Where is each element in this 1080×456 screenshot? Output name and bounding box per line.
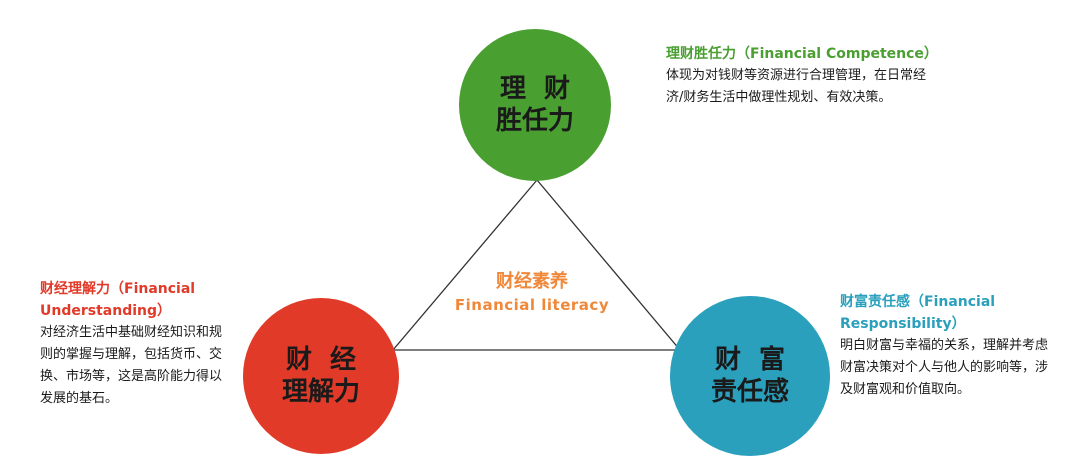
competence-heading: 理财胜任力（Financial Competence） <box>666 46 938 62</box>
responsibility-circle: 财富 责任感 <box>670 296 830 456</box>
understanding-heading: 财经理解力（Financial Understanding） <box>40 281 196 319</box>
competence-note: 理财胜任力（Financial Competence） 体现为对钱财等资源进行合… <box>666 43 938 109</box>
competence-circle: 理财 胜任力 <box>459 29 611 181</box>
understanding-circle-line2: 理解力 <box>281 377 360 407</box>
responsibility-note: 财富责任感（Financial Responsibility） 明白财富与幸福的… <box>840 291 1060 401</box>
understanding-body: 对经济生活中基础财经知识和规则的掌握与理解，包括货币、交换、市场等，这是高阶能力… <box>40 325 223 406</box>
understanding-circle-line1: 财经 <box>285 345 374 375</box>
center-title: 财经素养 <box>496 271 568 292</box>
understanding-note: 财经理解力（Financial Understanding） 对经济生活中基础财… <box>40 278 226 410</box>
competence-circle-line2: 胜任力 <box>495 106 574 136</box>
competence-circle-line1: 理财 <box>499 74 588 104</box>
responsibility-body: 明白财富与幸福的关系，理解并考虑财富决策对个人与他人的影响等，涉及财富观和价值取… <box>840 338 1049 397</box>
center-subtitle: Financial literacy <box>454 296 610 314</box>
responsibility-circle-line1: 财富 <box>714 345 803 375</box>
competence-body: 体现为对钱财等资源进行合理管理，在日常经济/财务生活中做理性规划、有效决策。 <box>666 68 927 105</box>
center-label: 财经素养 Financial literacy <box>432 270 632 316</box>
responsibility-heading: 财富责任感（Financial Responsibility） <box>840 294 996 332</box>
responsibility-circle-line2: 责任感 <box>710 377 789 407</box>
understanding-circle: 财经 理解力 <box>243 298 399 454</box>
connecting-triangle <box>391 178 682 351</box>
